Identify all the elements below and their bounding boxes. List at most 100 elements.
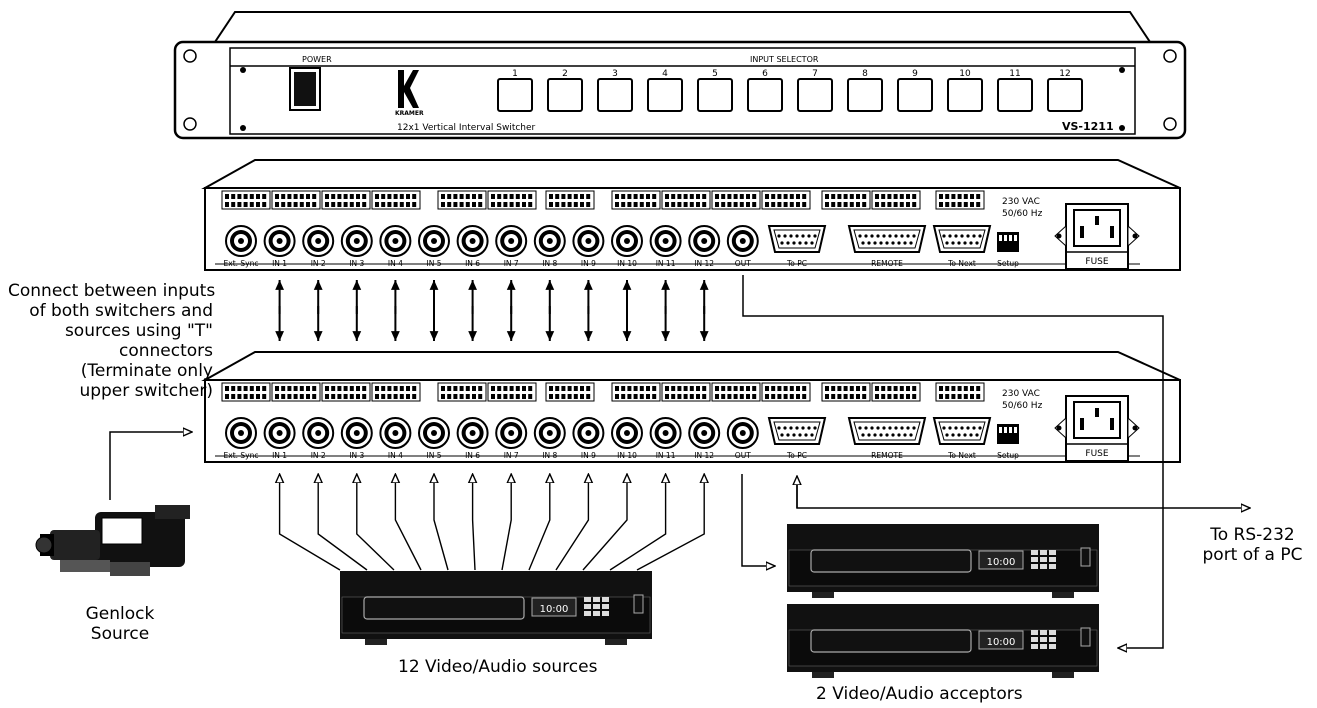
bnc-connector[interactable]	[456, 225, 489, 257]
selector-button-4[interactable]: 4	[647, 69, 683, 112]
selector-button-label: 10	[959, 69, 971, 79]
bnc-connector[interactable]	[611, 225, 643, 257]
bnc-connector[interactable]	[611, 417, 643, 449]
selector-button-11[interactable]: 11	[997, 69, 1033, 112]
source-arrow	[555, 474, 588, 571]
source-arrow	[473, 474, 475, 571]
bnc-connector[interactable]	[340, 417, 373, 449]
bnc-label: IN 7	[504, 451, 519, 460]
bnc-connector[interactable]	[379, 417, 412, 449]
bnc-connector[interactable]	[572, 225, 605, 257]
bnc-label: IN 3	[349, 451, 364, 460]
bnc-label: IN 11	[656, 259, 676, 268]
bnc-label: IN 1	[272, 451, 287, 460]
dsub-port[interactable]	[932, 225, 992, 253]
selector-button-8[interactable]: 8	[847, 69, 883, 112]
audio-terminal-block	[761, 190, 811, 210]
bnc-connector[interactable]	[263, 225, 296, 257]
source-arrow	[609, 474, 666, 571]
rs232-label: To RS-232 port of a PC	[1202, 525, 1303, 565]
audio-terminal-block	[871, 382, 921, 402]
bnc-label: IN 7	[504, 259, 519, 268]
selector-button-3[interactable]: 3	[597, 69, 633, 112]
audio-terminal-block	[611, 382, 661, 402]
selector-button-label: 9	[912, 69, 918, 79]
bnc-label: Ext. Sync	[224, 451, 259, 460]
selector-button-7[interactable]: 7	[797, 69, 833, 112]
bnc-connector[interactable]	[456, 417, 489, 449]
power-label: POWER	[302, 55, 332, 64]
bnc-label: IN 6	[465, 451, 480, 460]
svg-text:REMOTE: REMOTE	[871, 451, 903, 460]
selector-button-2[interactable]: 2	[547, 69, 583, 112]
selector-button-label: 3	[612, 69, 618, 79]
input-link-arrows	[275, 280, 709, 341]
bnc-connector[interactable]	[225, 417, 257, 449]
bnc-connector[interactable]	[726, 417, 759, 449]
audio-terminal-block	[545, 382, 595, 402]
connect-note: Connect between inputs of both switchers…	[8, 281, 216, 401]
bnc-connector[interactable]	[379, 225, 412, 257]
bnc-connector[interactable]	[572, 417, 605, 449]
dsub-port[interactable]	[847, 417, 927, 445]
selector-button-12[interactable]: 12	[1047, 69, 1083, 112]
bnc-label: IN 4	[388, 259, 403, 268]
setup-dipswitch[interactable]	[997, 424, 1019, 444]
selector-button-6[interactable]: 6	[747, 69, 783, 112]
dsub-port[interactable]	[847, 225, 927, 253]
dsub-port[interactable]	[767, 225, 827, 253]
dsub-port[interactable]	[932, 417, 992, 445]
bnc-connector[interactable]	[688, 417, 721, 449]
vcr-icon: 10:00	[787, 604, 1099, 678]
acceptors-label: 2 Video/Audio acceptors	[816, 684, 1023, 704]
bnc-connector[interactable]	[533, 417, 566, 449]
audio-terminal-block	[437, 382, 487, 402]
bnc-connector[interactable]	[340, 225, 373, 257]
bnc-connector[interactable]	[495, 225, 528, 257]
sources-label: 12 Video/Audio sources	[398, 657, 598, 677]
bnc-connector[interactable]	[726, 225, 759, 257]
bnc-connector[interactable]	[649, 225, 682, 257]
bnc-connector[interactable]	[302, 225, 335, 257]
bnc-connector[interactable]	[688, 225, 721, 257]
selector-button-label: 12	[1059, 69, 1070, 79]
bnc-connector[interactable]	[225, 225, 257, 257]
bnc-connector[interactable]	[533, 225, 566, 257]
svg-text:FUSE: FUSE	[1085, 449, 1108, 459]
svg-text:To PC: To PC	[786, 451, 807, 460]
bnc-label: IN 12	[694, 259, 714, 268]
source-arrow	[501, 474, 511, 571]
audio-terminal-block	[271, 382, 321, 402]
svg-text:FUSE: FUSE	[1085, 257, 1108, 267]
selector-button-label: 1	[512, 69, 518, 79]
power-inlet: FUSE	[1054, 395, 1140, 462]
selector-button-9[interactable]: 9	[897, 69, 933, 112]
bnc-label: IN 9	[581, 451, 596, 460]
bnc-connector[interactable]	[649, 417, 682, 449]
selector-button-1[interactable]: 1	[497, 69, 533, 112]
bnc-connector[interactable]	[418, 225, 450, 257]
dsub-port[interactable]	[767, 417, 827, 445]
selector-button-10[interactable]: 10	[947, 69, 983, 112]
source-arrow	[280, 474, 341, 571]
bnc-label: IN 1	[272, 259, 287, 268]
svg-text:50/60 Hz: 50/60 Hz	[1002, 401, 1043, 411]
selector-button-5[interactable]: 5	[697, 69, 733, 112]
bnc-connector[interactable]	[495, 417, 528, 449]
vcr-icon: 10:00	[787, 524, 1099, 598]
bnc-connector[interactable]	[418, 417, 450, 449]
svg-text:REMOTE: REMOTE	[871, 259, 903, 268]
bnc-connector[interactable]	[302, 417, 335, 449]
bnc-label: IN 2	[311, 451, 326, 460]
svg-text:50/60 Hz: 50/60 Hz	[1002, 209, 1043, 219]
bnc-label: OUT	[735, 451, 751, 460]
source-arrow	[434, 474, 449, 571]
bnc-connector[interactable]	[263, 417, 296, 449]
svg-text:Setup: Setup	[997, 451, 1019, 460]
setup-dipswitch[interactable]	[997, 232, 1019, 252]
source-input-arrows	[280, 474, 705, 571]
